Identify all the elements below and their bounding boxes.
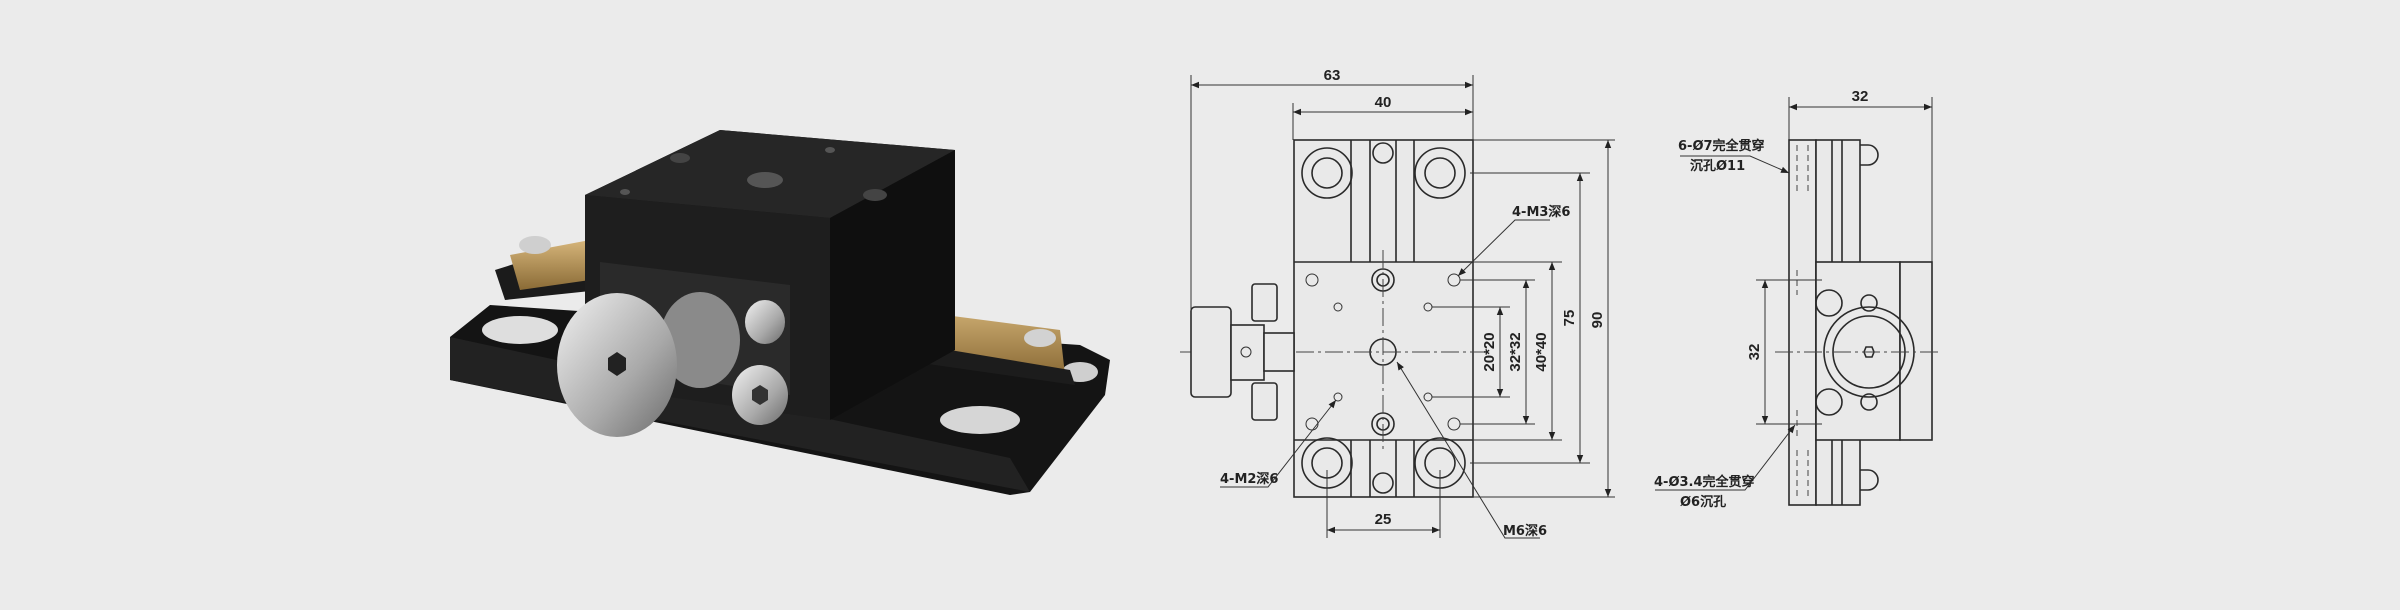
dim-40x40: 40*40 <box>1533 332 1550 371</box>
note-top-line2: 沉孔Ø11 <box>1690 158 1745 174</box>
dim-90: 90 <box>1589 312 1606 329</box>
note-top-line1: 6-Ø7完全贯穿 <box>1678 138 1765 154</box>
note-m6: M6深6 <box>1503 523 1547 539</box>
dim-25: 25 <box>1375 511 1392 528</box>
note-m3: 4-M3深6 <box>1512 204 1570 220</box>
dim-20x20: 20*20 <box>1481 332 1498 371</box>
dim-63: 63 <box>1324 67 1341 84</box>
dim-side-hole-32: 32 <box>1746 344 1763 361</box>
note-bottom-line2: Ø6沉孔 <box>1680 494 1726 510</box>
product-photo <box>450 130 1110 495</box>
dim-side-32: 32 <box>1852 88 1869 105</box>
dim-32x32: 32*32 <box>1507 332 1524 371</box>
hex-socket-icon <box>608 352 626 376</box>
note-m2: 4-M2深6 <box>1220 471 1278 487</box>
side-view-drawing: 32 32 6-Ø7完全贯穿 沉孔Ø11 4-Ø3.4完全贯穿 Ø6沉孔 <box>1654 88 1940 510</box>
note-bottom-line1: 4-Ø3.4完全贯穿 <box>1654 474 1755 490</box>
front-view-drawing: 63 40 <box>1180 67 1615 539</box>
dim-75: 75 <box>1561 310 1578 327</box>
dim-40: 40 <box>1375 94 1392 111</box>
